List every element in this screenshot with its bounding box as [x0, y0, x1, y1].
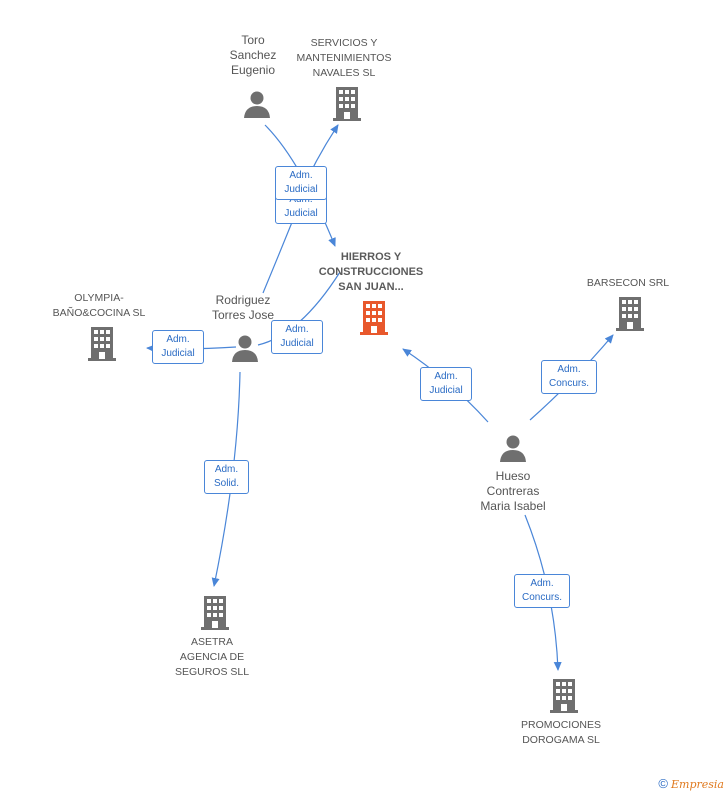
building-icon[interactable] [86, 327, 118, 361]
node-label-hierros[interactable]: HIERROS Y CONSTRUCCIONES SAN JUAN... [318, 251, 424, 293]
edge-label-rodriguez-hierros: Adm. Judicial [271, 320, 323, 354]
person-icon[interactable] [242, 89, 272, 119]
building-icon[interactable] [358, 301, 390, 335]
edge-label-toro-servicios: Adm. Judicial [275, 166, 327, 200]
footer-watermark: ©Empresia [658, 776, 724, 791]
brand-logo: Empresia [671, 778, 724, 791]
edge-label-rodriguez-olympia: Adm. Judicial [152, 330, 204, 364]
building-icon[interactable] [614, 297, 646, 331]
node-label-promociones[interactable]: PROMOCIONES DOROGAMA SL [521, 719, 601, 746]
edge-label-rodriguez-asetra: Adm. Solid. [204, 460, 249, 494]
node-label-rodriguez[interactable]: Rodriguez Torres Jose [211, 293, 275, 322]
building-icon[interactable] [548, 679, 580, 713]
edge-label-hueso-hierros: Adm. Judicial [420, 367, 472, 401]
building-icon[interactable] [331, 87, 363, 121]
node-label-toro[interactable]: Toro Sanchez Eugenio [229, 33, 277, 77]
node-label-hueso[interactable]: Hueso Contreras Maria Isabel [480, 469, 546, 513]
person-icon[interactable] [498, 433, 528, 463]
node-label-servicios[interactable]: SERVICIOS Y MANTENIMIENTOS NAVALES SL [296, 37, 392, 79]
edge-label-hueso-promociones: Adm. Concurs. [514, 574, 570, 608]
node-label-olympia[interactable]: OLYMPIA- BAÑO&COCINA SL [52, 292, 146, 319]
node-label-barsecon[interactable]: BARSECON SRL [586, 277, 670, 289]
person-icon[interactable] [230, 333, 260, 363]
building-icon[interactable] [199, 596, 231, 630]
edge-label-hueso-barsecon: Adm. Concurs. [541, 360, 597, 394]
copyright-icon: © [658, 776, 668, 791]
node-label-asetra[interactable]: ASETRA AGENCIA DE SEGUROS SLL [174, 636, 250, 678]
